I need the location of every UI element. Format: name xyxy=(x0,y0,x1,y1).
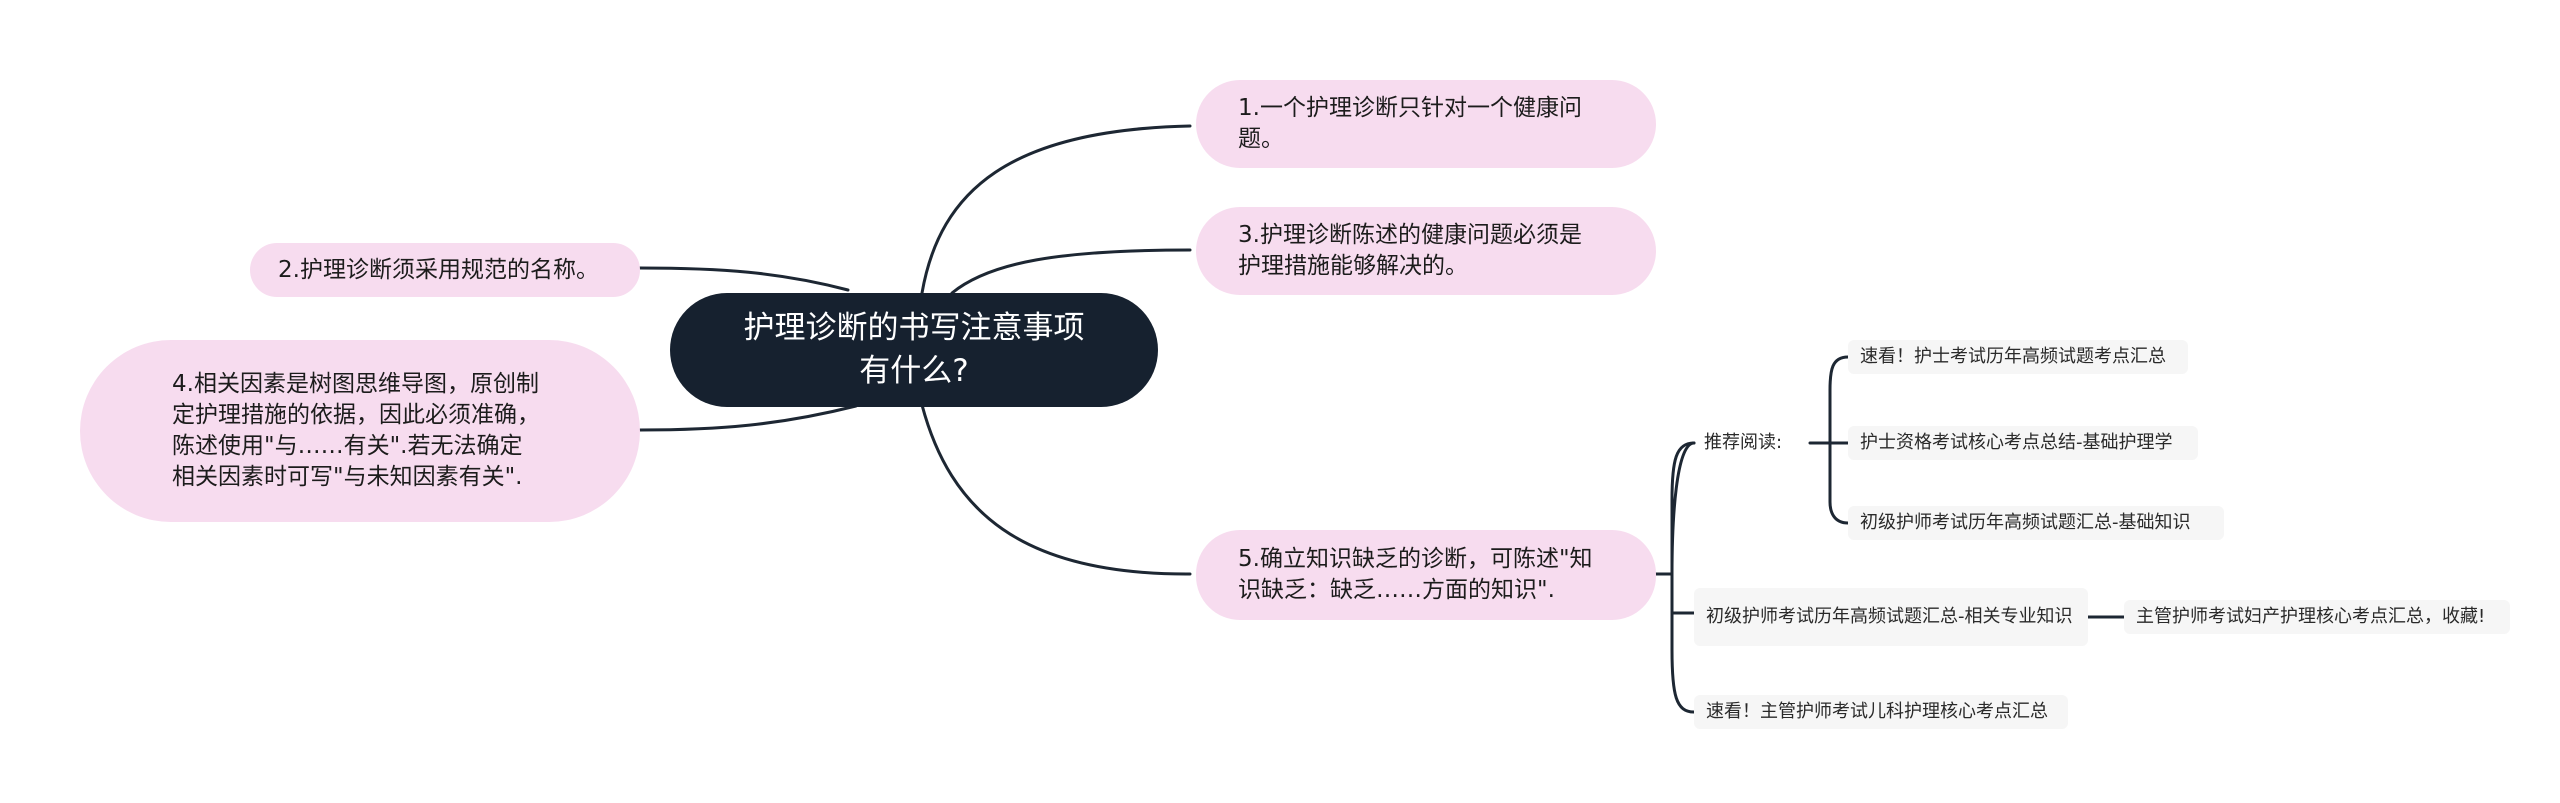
branch-4[interactable]: 4.相关因素是树图思维导图，原创制定护理措施的依据，因此必须准确，陈述使用"与…… xyxy=(80,340,640,522)
branch-5-text: 5.确立知识缺乏的诊断，可陈述"知识缺乏：缺乏……方面的知识". xyxy=(1238,546,1593,603)
recommend-item-3[interactable]: 初级护师考试历年高频试题汇总-基础知识 xyxy=(1848,506,2224,540)
connector-b4 xyxy=(638,404,858,432)
root-title-line1: 护理诊断的书写注意事项 xyxy=(743,310,1085,346)
branch-2-text: 2.护理诊断须采用规范的名称。 xyxy=(278,256,599,283)
extra-mid-text: 初级护师考试历年高频试题汇总-相关专业知识 xyxy=(1706,606,2073,627)
connector-b5 xyxy=(920,403,1192,576)
extra-mid-child[interactable]: 主管护师考试妇产护理核心考点汇总，收藏! xyxy=(2124,600,2510,634)
connector-b1 xyxy=(920,124,1192,295)
recommend-item-1[interactable]: 速看！护士考试历年高频试题考点汇总 xyxy=(1848,340,2188,374)
branch-4-text: 4.相关因素是树图思维导图，原创制定护理措施的依据，因此必须准确，陈述使用"与…… xyxy=(172,371,540,490)
branch-3-text: 3.护理诊断陈述的健康问题必须是护理措施能够解决的。 xyxy=(1238,222,1582,279)
recommend-item-3-text: 初级护师考试历年高频试题汇总-基础知识 xyxy=(1860,512,2191,533)
extra-mid[interactable]: 初级护师考试历年高频试题汇总-相关专业知识 xyxy=(1694,588,2088,646)
recommend-item-1-text: 速看！护士考试历年高频试题考点汇总 xyxy=(1860,346,2166,367)
recommend-label-text: 推荐阅读: xyxy=(1704,432,1783,453)
recommend-item-2-text: 护士资格考试核心考点总结-基础护理学 xyxy=(1860,432,2173,453)
root-node[interactable]: 护理诊断的书写注意事项 有什么? xyxy=(670,293,1158,407)
connector-recommend xyxy=(1670,441,1696,576)
connector-rec-items xyxy=(1828,355,1850,525)
extra-last-text: 速看！主管护师考试儿科护理核心考点汇总 xyxy=(1706,701,2048,722)
extra-last[interactable]: 速看！主管护师考试儿科护理核心考点汇总 xyxy=(1694,695,2068,729)
branch-1[interactable]: 1.一个护理诊断只针对一个健康问题。 xyxy=(1196,80,1656,168)
branch-1-text: 1.一个护理诊断只针对一个健康问题。 xyxy=(1238,95,1582,152)
root-title-line2: 有什么? xyxy=(859,353,969,389)
branch-5[interactable]: 5.确立知识缺乏的诊断，可陈述"知识缺乏：缺乏……方面的知识". xyxy=(1196,530,1656,620)
connector-b2 xyxy=(638,266,850,292)
connector-fork xyxy=(1670,441,1696,714)
recommend-item-2[interactable]: 护士资格考试核心考点总结-基础护理学 xyxy=(1848,426,2198,460)
recommend-label[interactable]: 推荐阅读: xyxy=(1694,427,1810,459)
branch-3[interactable]: 3.护理诊断陈述的健康问题必须是护理措施能够解决的。 xyxy=(1196,207,1656,295)
connector-b3 xyxy=(950,248,1192,295)
branch-2[interactable]: 2.护理诊断须采用规范的名称。 xyxy=(250,243,640,297)
extra-mid-child-text: 主管护师考试妇产护理核心考点汇总，收藏! xyxy=(2136,606,2486,627)
